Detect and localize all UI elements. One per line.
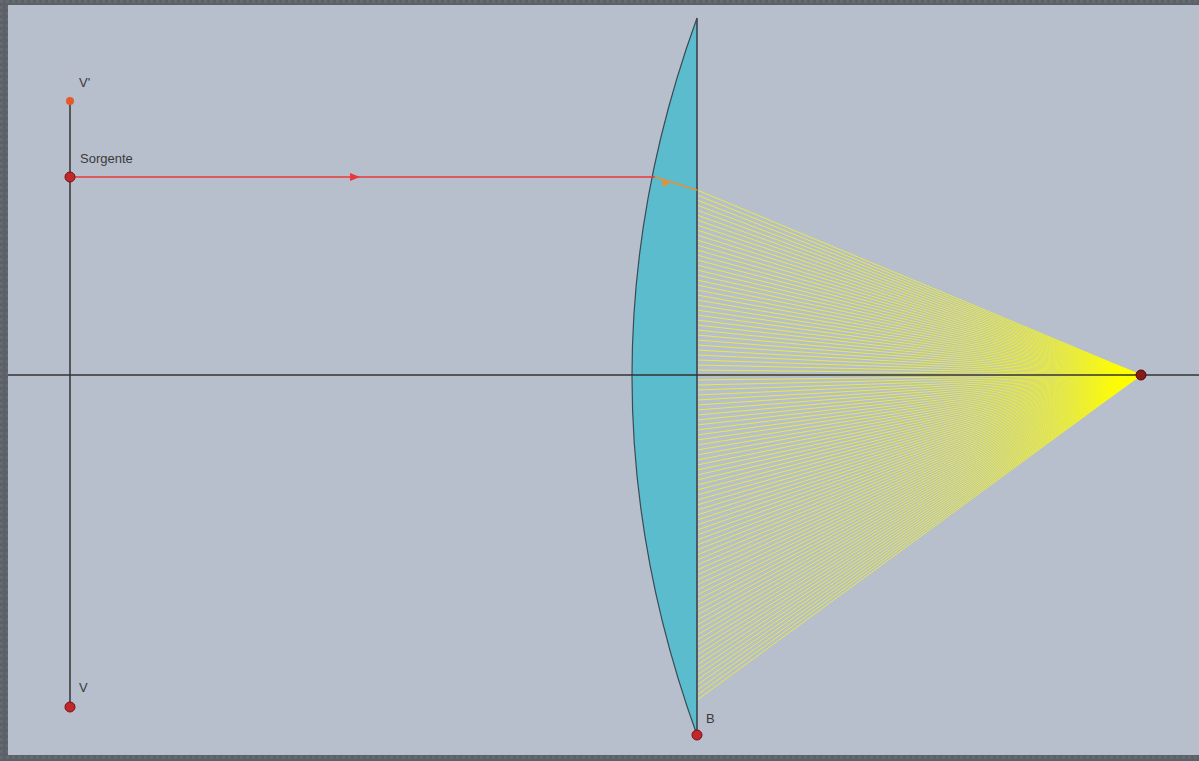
ray [697,375,1141,610]
ray [697,240,1141,375]
ray [697,375,1141,685]
ray [697,375,1141,630]
source-line [69,101,71,707]
ray [697,340,1141,375]
ray [697,345,1141,375]
ray [697,375,1141,505]
ray [697,375,1141,660]
ray [697,375,1141,480]
ray [697,200,1141,375]
ray [697,375,1141,650]
ray [697,375,1141,585]
ray [697,375,1141,550]
ray [697,225,1141,375]
focus-point [1136,370,1146,380]
ray [697,215,1141,375]
ray [697,330,1141,375]
ray [697,375,1141,500]
ray [697,375,1141,640]
ray [697,375,1141,515]
ray [697,375,1141,495]
ray [697,355,1141,375]
ray [697,375,1141,620]
ray [697,375,1141,695]
ray [697,375,1141,625]
ray [697,275,1141,375]
ray [697,270,1141,375]
ray [697,305,1141,375]
ray-in-lens [655,177,697,190]
ray [697,375,1141,545]
ray [697,265,1141,375]
ray [697,250,1141,375]
plano-convex-lens [632,18,697,735]
ray [697,190,1141,375]
ray [697,375,1141,600]
background-panel [8,5,1199,755]
ray [697,375,1141,675]
point-label: B [706,712,715,725]
ray [697,375,1141,590]
ray-arrow-lens [662,180,670,187]
ray [697,230,1141,375]
ray [697,375,1141,665]
ray [697,375,1141,575]
ray [697,375,1141,570]
ray [697,220,1141,375]
optical-axis [8,374,1199,376]
ray [697,375,1141,530]
source-point [65,172,75,182]
ray [697,350,1141,375]
source-label: Sorgente [80,152,133,165]
ray [697,255,1141,375]
point-label: V [79,681,88,694]
ray [697,280,1141,375]
ray [697,375,1141,565]
ray [697,375,1141,520]
ray [697,375,1141,645]
point-b [692,730,702,740]
ray [697,375,1141,655]
ray [697,375,1141,555]
ray [697,315,1141,375]
ray [697,375,1141,690]
point-label: V' [79,76,90,89]
ray [697,260,1141,375]
ray [697,310,1141,375]
ray [697,205,1141,375]
ray [697,335,1141,375]
ray [697,295,1141,375]
point-v [65,702,75,712]
ray [697,195,1141,375]
lens-flat-face [696,18,697,735]
ray [697,360,1141,375]
ray [697,285,1141,375]
ray [697,375,1141,580]
ray-arrow [350,173,360,181]
ray [697,375,1141,670]
ray [697,375,1141,615]
ray [697,375,1141,595]
point-v-prime [66,97,74,105]
ray [697,290,1141,375]
ray [697,375,1141,605]
ray [697,375,1141,485]
ray [697,375,1141,535]
refracted-rays [697,190,1141,700]
ray [697,375,1141,700]
ray [697,210,1141,375]
ray [697,325,1141,375]
ray [697,365,1141,375]
ray [697,375,1141,635]
ray [697,300,1141,375]
ray [697,320,1141,375]
incident-ray [70,176,655,178]
ray [697,235,1141,375]
ray [697,245,1141,375]
ray [697,375,1141,680]
